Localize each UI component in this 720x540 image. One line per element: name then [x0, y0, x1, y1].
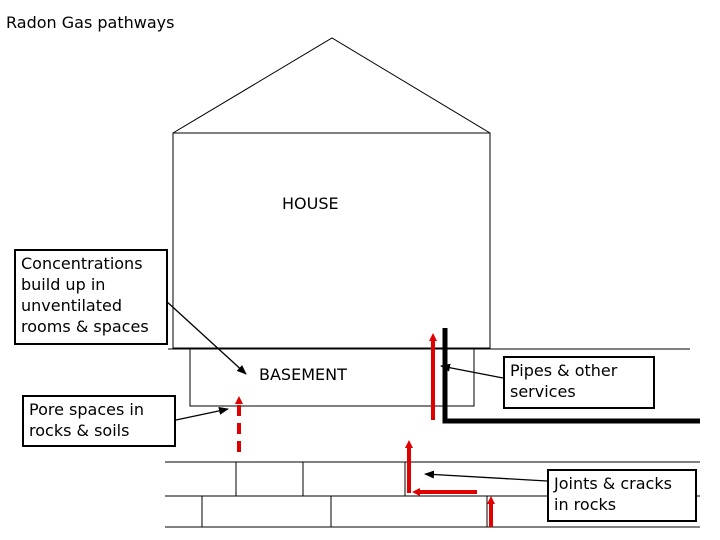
house-label: HOUSE — [282, 194, 339, 213]
callout-line: in rocks — [554, 495, 617, 514]
pointer-concentrations — [164, 299, 247, 375]
callout-joints: Joints & cracks in rocks — [547, 469, 697, 522]
basement-outline — [189, 349, 475, 407]
callout-pipes: Pipes & other services — [503, 356, 655, 409]
service-pipe — [442, 328, 700, 424]
callout-line: Pore spaces in — [29, 400, 144, 419]
callout-line: Joints & cracks — [554, 474, 672, 493]
house-walls — [172, 132, 491, 349]
callout-line: build up in — [21, 275, 106, 294]
radon-arrows — [235, 333, 495, 527]
callout-line: rocks & soils — [29, 421, 130, 440]
callout-line: rooms & spaces — [21, 317, 149, 336]
callout-line: Pipes & other — [510, 361, 618, 380]
callout-line: unventilated — [21, 296, 122, 315]
diagram-title: Radon Gas pathways — [6, 13, 175, 32]
callout-line: services — [510, 382, 576, 401]
house-roof — [172, 37, 491, 134]
callout-line: Concentrations — [21, 254, 143, 273]
pointer-joints — [424, 470, 548, 482]
pointer-pore — [175, 406, 229, 421]
callout-concentrations: Concentrations build up in unventilated … — [14, 249, 168, 345]
pointer-arrows — [164, 299, 548, 482]
basement-label: BASEMENT — [259, 365, 347, 384]
pointer-pipes — [440, 363, 504, 379]
callout-pore-spaces: Pore spaces in rocks & soils — [22, 395, 176, 447]
